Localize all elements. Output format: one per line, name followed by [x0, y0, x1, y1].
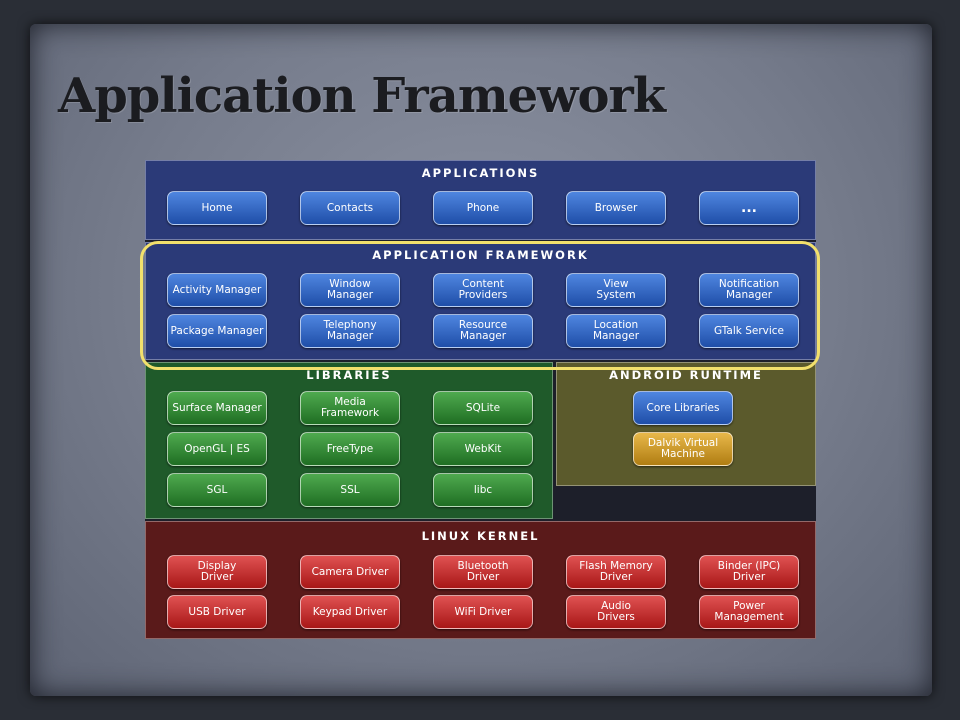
layer-title-applications: Applications	[421, 166, 540, 180]
component-window-manager: Window Manager	[300, 273, 400, 307]
component-home: Home	[167, 191, 267, 225]
component-ssl: SSL	[300, 473, 400, 507]
layer-android-runtime: Android Runtime Core Libraries Dalvik Vi…	[556, 362, 816, 486]
component-location-manager: Location Manager	[566, 314, 666, 348]
component-core-libraries: Core Libraries	[633, 391, 733, 425]
component-package-manager: Package Manager	[167, 314, 267, 348]
component-media-framework: Media Framework	[300, 391, 400, 425]
component-libc: libc	[433, 473, 533, 507]
slide-title: Application Framework	[58, 68, 666, 124]
component-activity-manager: Activity Manager	[167, 273, 267, 307]
component-more: ...	[699, 191, 799, 225]
component-resource-manager: Resource Manager	[433, 314, 533, 348]
component-view-system: View System	[566, 273, 666, 307]
component-keypad-driver: Keypad Driver	[300, 595, 400, 629]
component-display-driver: Display Driver	[167, 555, 267, 589]
component-surface-manager: Surface Manager	[167, 391, 267, 425]
component-phone: Phone	[433, 191, 533, 225]
component-freetype: FreeType	[300, 432, 400, 466]
component-wifi-driver: WiFi Driver	[433, 595, 533, 629]
component-bluetooth-driver: Bluetooth Driver	[433, 555, 533, 589]
layer-linux-kernel: Linux Kernel Display Driver Camera Drive…	[145, 521, 816, 639]
layer-applications: Applications Home Contacts Phone Browser…	[145, 160, 816, 240]
component-dalvik-vm: Dalvik Virtual Machine	[633, 432, 733, 466]
framework-highlight-outline	[140, 241, 820, 370]
component-flash-memory-driver: Flash Memory Driver	[566, 555, 666, 589]
layer-application-framework: Application Framework Activity Manager W…	[145, 242, 816, 360]
component-content-providers: Content Providers	[433, 273, 533, 307]
component-sqlite: SQLite	[433, 391, 533, 425]
android-architecture-diagram: Applications Home Contacts Phone Browser…	[145, 160, 816, 639]
component-audio-drivers: Audio Drivers	[566, 595, 666, 629]
layer-title-kernel: Linux Kernel	[421, 529, 540, 543]
component-contacts: Contacts	[300, 191, 400, 225]
component-browser: Browser	[566, 191, 666, 225]
layer-title-runtime: Android Runtime	[609, 368, 763, 382]
component-webkit: WebKit	[433, 432, 533, 466]
component-opengl-es: OpenGL | ES	[167, 432, 267, 466]
component-gtalk-service: GTalk Service	[699, 314, 799, 348]
component-binder-ipc-driver: Binder (IPC) Driver	[699, 555, 799, 589]
component-telephony-manager: Telephony Manager	[300, 314, 400, 348]
layer-title-framework: Application Framework	[372, 248, 589, 262]
component-camera-driver: Camera Driver	[300, 555, 400, 589]
component-notification-manager: Notification Manager	[699, 273, 799, 307]
component-power-management: Power Management	[699, 595, 799, 629]
layer-title-libraries: Libraries	[306, 368, 392, 382]
component-sgl: SGL	[167, 473, 267, 507]
component-usb-driver: USB Driver	[167, 595, 267, 629]
layer-libraries: Libraries Surface Manager Media Framewor…	[145, 362, 553, 519]
